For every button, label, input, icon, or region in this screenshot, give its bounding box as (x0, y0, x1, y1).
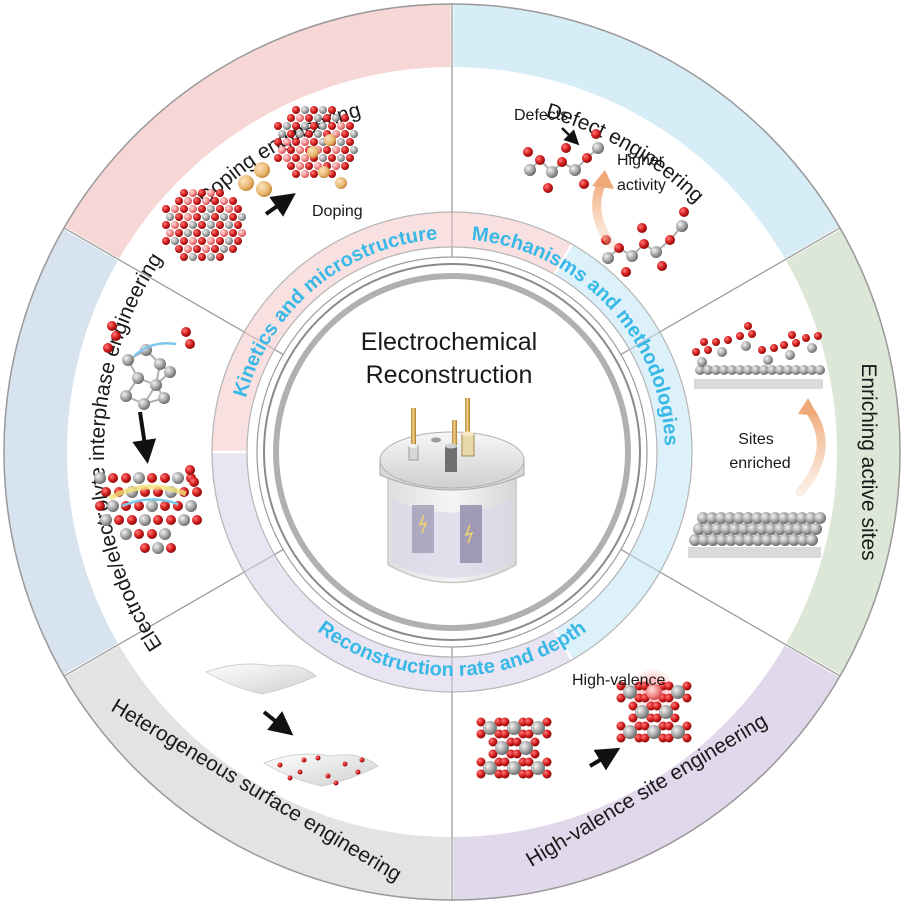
center-hub: Electrochemical Reconstruction (264, 264, 640, 640)
annotation-sites: Sites (738, 431, 774, 448)
annotation-defects: Defects (514, 107, 568, 124)
center-title-line2: Reconstruction (366, 361, 533, 389)
annotation-higher: Higher (617, 152, 665, 169)
annotation-high-valence: High-valence (572, 672, 665, 689)
center-title-line1: Electrochemical (361, 328, 537, 356)
sector-label-enriching: Enriching active sites (857, 363, 880, 560)
annotation-enriched: enriched (729, 455, 790, 472)
annotation-activity: activity (617, 177, 666, 194)
annotation-doping: Doping (312, 203, 363, 220)
